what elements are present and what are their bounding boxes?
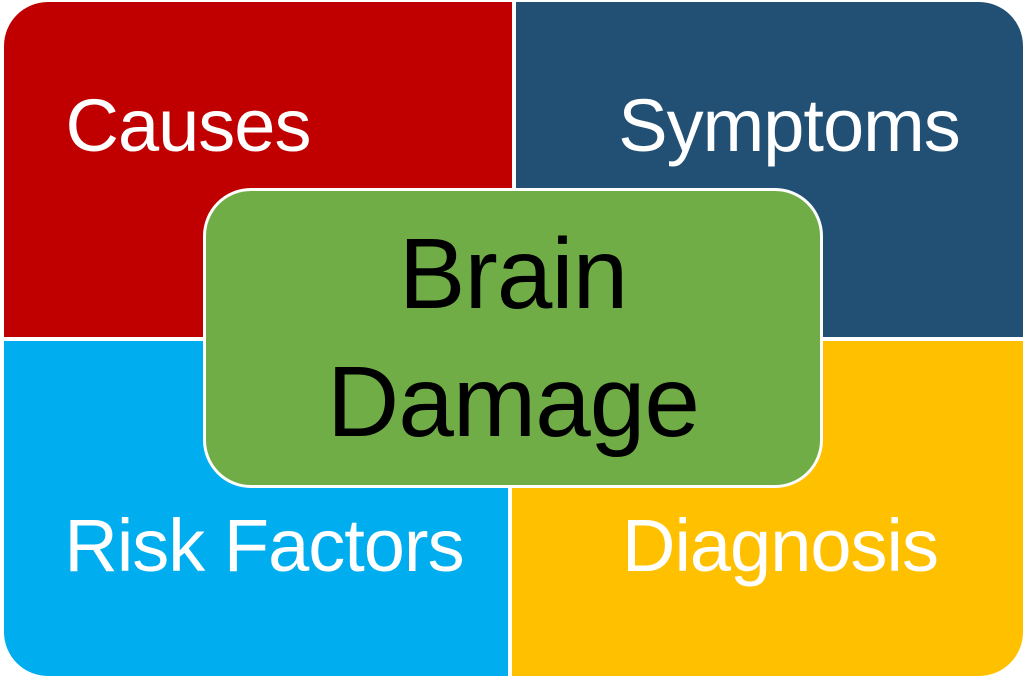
- causes-label: Causes: [65, 84, 312, 167]
- center-topic-box: Brain Damage: [203, 188, 823, 488]
- symptoms-label: Symptoms: [618, 84, 961, 167]
- risk-factors-label: Risk Factors: [64, 504, 464, 587]
- center-topic-line1: Brain: [398, 218, 628, 330]
- center-topic-line2: Damage: [327, 346, 700, 458]
- diagnosis-label: Diagnosis: [622, 504, 939, 587]
